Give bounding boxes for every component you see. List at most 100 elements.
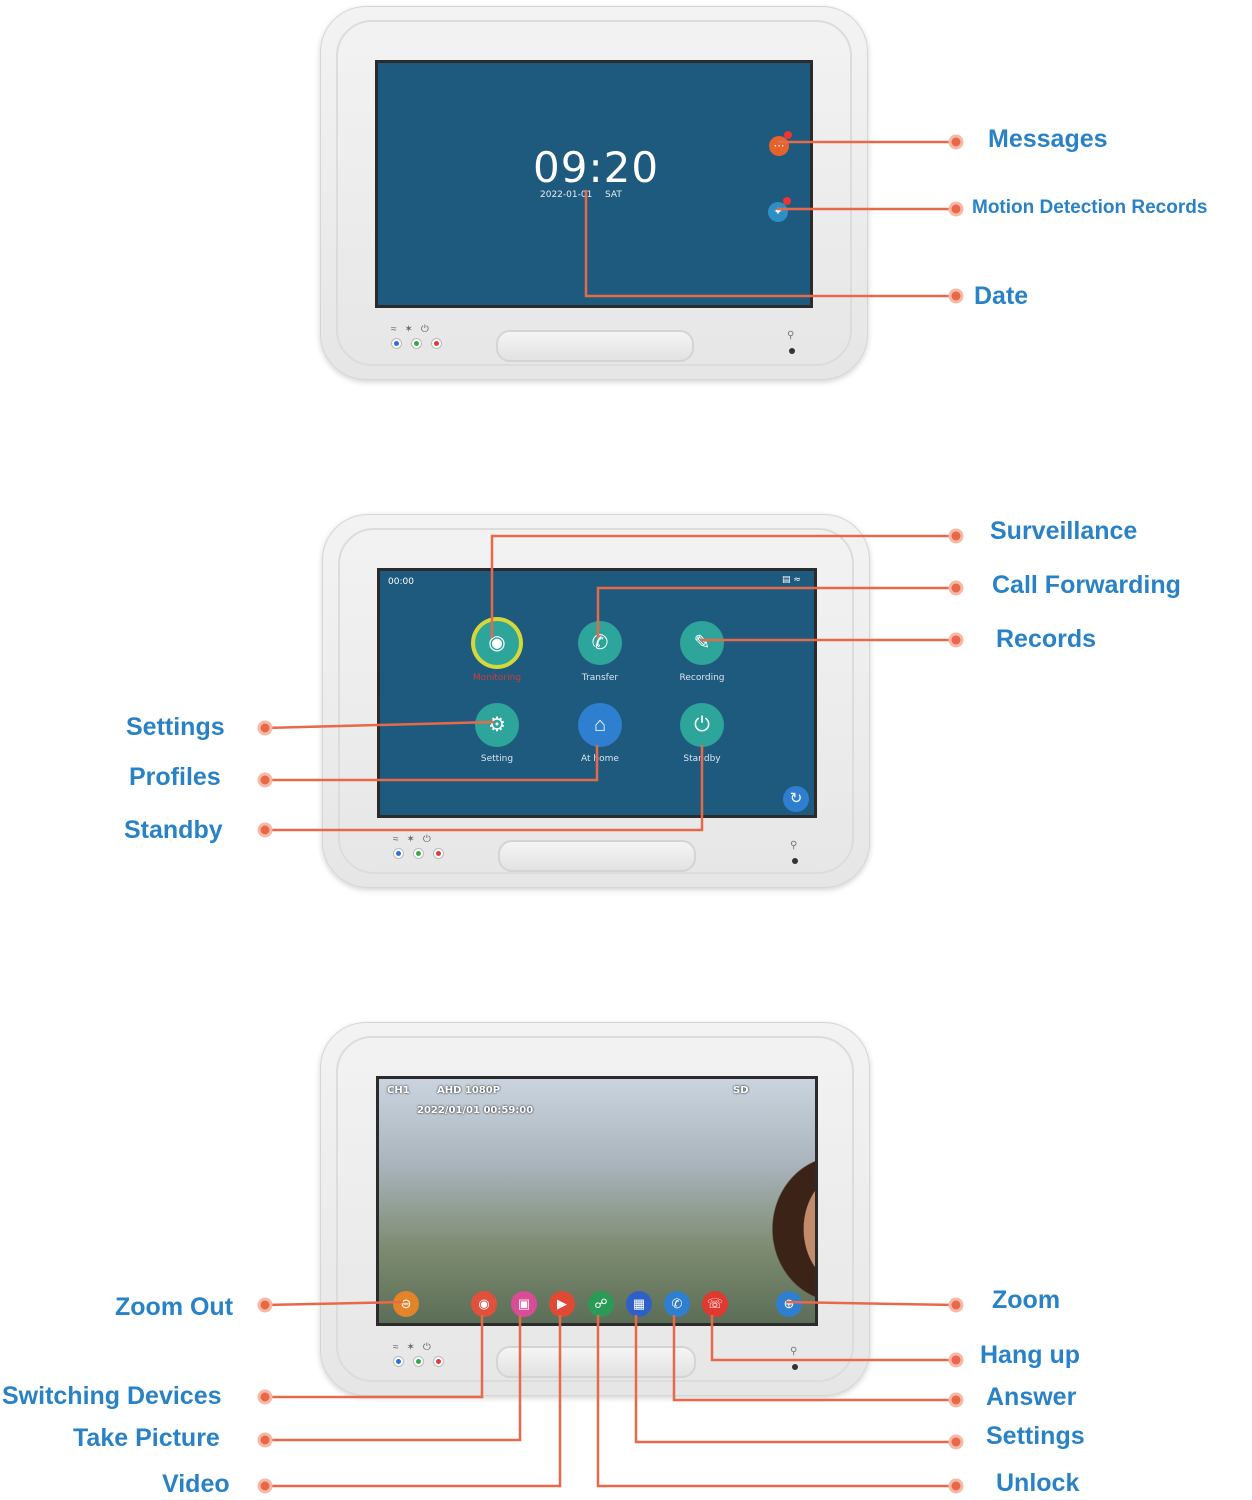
status-leds xyxy=(393,848,444,859)
label-hang-up: Hang up xyxy=(980,1341,1080,1369)
feed-timestamp: 2022/01/01 00:59:00 xyxy=(417,1105,534,1116)
messages-icon[interactable]: ⋯ xyxy=(769,136,789,156)
device-handle xyxy=(496,330,694,362)
transfer-app-icon[interactable]: ✆ xyxy=(578,621,622,665)
motion-icon: ✶ xyxy=(406,834,415,845)
power-icon: ⏻ xyxy=(422,1342,431,1353)
motion-badge xyxy=(783,197,791,205)
label-settings: Settings xyxy=(126,713,225,741)
mic-icon: ⚲ xyxy=(790,840,798,851)
wifi-icon: ≈ xyxy=(393,834,399,845)
motion-led xyxy=(413,848,424,859)
label-standby: Standby xyxy=(124,816,223,844)
recording-app-icon[interactable]: ✎ xyxy=(680,621,724,665)
clock-date: 2022-01-01 xyxy=(540,190,593,200)
standby-app-icon[interactable]: ⏻ xyxy=(680,703,724,747)
motion-led xyxy=(411,338,422,349)
dot-call-forwarding xyxy=(948,580,964,596)
label-zoom-out: Zoom Out xyxy=(115,1293,234,1321)
menu-screen: 00:00 ▤ ≈ ◉ Monitoring ✆ Transfer ✎ Reco… xyxy=(377,568,817,818)
microphone-hole xyxy=(789,348,795,354)
motion-records-icon[interactable]: ✦ xyxy=(768,202,788,222)
dot-answer xyxy=(948,1392,964,1408)
wifi-icon: ≈ xyxy=(393,1342,399,1353)
status-leds xyxy=(393,1356,444,1367)
dot-settings xyxy=(257,720,273,736)
device-handle xyxy=(498,840,696,872)
zoom-out-icon[interactable]: ⊖ xyxy=(393,1291,419,1317)
dot-video xyxy=(257,1478,273,1494)
dot-date xyxy=(948,288,964,304)
microphone-hole xyxy=(792,858,798,864)
motion-icon: ✶ xyxy=(404,324,413,335)
app-label-transfer: Transfer xyxy=(581,673,619,683)
dot-zoom xyxy=(948,1297,964,1313)
power-led xyxy=(431,338,442,349)
dot-zoom-out xyxy=(257,1297,273,1313)
status-time: 00:00 xyxy=(388,577,414,587)
app-label-at-home: At home xyxy=(581,754,619,764)
dot-surveillance xyxy=(948,528,964,544)
label-records: Records xyxy=(996,625,1097,653)
label-video: Video xyxy=(162,1470,230,1498)
label-unlock: Unlock xyxy=(996,1469,1080,1497)
dot-motion xyxy=(948,201,964,217)
dot-records xyxy=(948,632,964,648)
clock-time: 09:20 xyxy=(533,143,660,192)
label-messages: Messages xyxy=(988,125,1108,153)
label-call-forwarding: Call Forwarding xyxy=(992,571,1181,599)
label-date: Date xyxy=(974,282,1029,310)
dot-profiles xyxy=(257,772,273,788)
home-screen: 09:20 2022-01-01 SAT ⋯ ✦ xyxy=(375,60,813,308)
unlock-icon[interactable]: ☍ xyxy=(588,1291,614,1317)
live-view-screen: CH1 AHD 1080P SD 2022/01/01 00:59:00 ⊖ ◉… xyxy=(376,1076,818,1326)
status-leds xyxy=(391,338,442,349)
status-icons: ≈ ✶ ⏻ xyxy=(393,834,431,845)
dot-settings-call xyxy=(948,1434,964,1450)
clock-weekday: SAT xyxy=(605,190,622,200)
wifi-led xyxy=(391,338,402,349)
status-icons: ≈✶⏻ xyxy=(393,1342,431,1353)
refresh-icon[interactable]: ↻ xyxy=(783,786,809,812)
wifi-led xyxy=(393,1356,404,1367)
power-icon: ⏻ xyxy=(422,834,431,845)
zoom-in-icon[interactable]: ⊕ xyxy=(776,1291,802,1317)
sd-indicator: SD xyxy=(733,1085,749,1096)
label-switching-devices: Switching Devices xyxy=(2,1382,222,1410)
label-zoom: Zoom xyxy=(992,1286,1061,1314)
dot-unlock xyxy=(948,1478,964,1494)
app-label-recording: Recording xyxy=(679,673,725,683)
surveillance-app-icon[interactable]: ◉ xyxy=(475,621,519,665)
switch-device-icon[interactable]: ◉ xyxy=(471,1291,497,1317)
dot-take-picture xyxy=(257,1432,273,1448)
camera-icon[interactable]: ▣ xyxy=(511,1291,537,1317)
wifi-icon: ≈ xyxy=(391,324,397,335)
power-led xyxy=(433,848,444,859)
dot-hang-up xyxy=(948,1352,964,1368)
mic-icon: ⚲ xyxy=(787,330,795,341)
dot-messages xyxy=(948,134,964,150)
video-icon[interactable]: ▶ xyxy=(549,1291,575,1317)
setting-app-icon[interactable]: ⚙ xyxy=(475,703,519,747)
camera-live-feed xyxy=(379,1079,815,1323)
device-handle xyxy=(496,1346,696,1378)
label-settings-call: Settings xyxy=(986,1422,1085,1450)
answer-icon[interactable]: ✆ xyxy=(664,1291,690,1317)
mic-icon: ⚲ xyxy=(790,1346,798,1357)
status-icons-top: ▤ ≈ xyxy=(782,575,801,585)
label-take-picture: Take Picture xyxy=(73,1424,220,1452)
resolution-indicator: AHD 1080P xyxy=(437,1085,501,1096)
messages-badge xyxy=(784,131,792,139)
at-home-app-icon[interactable]: ⌂ xyxy=(578,703,622,747)
app-label-monitoring: Monitoring xyxy=(472,673,522,683)
status-icons: ≈✶⏻ xyxy=(391,324,429,335)
label-profiles: Profiles xyxy=(129,763,221,791)
settings-grid-icon[interactable]: ▦ xyxy=(626,1291,652,1317)
label-surveillance: Surveillance xyxy=(990,517,1138,545)
dot-standby xyxy=(257,822,273,838)
app-label-setting: Setting xyxy=(480,754,514,764)
hang-up-icon[interactable]: ☏ xyxy=(702,1291,728,1317)
motion-led xyxy=(413,1356,424,1367)
microphone-hole xyxy=(792,1364,798,1370)
dot-switching xyxy=(257,1389,273,1405)
